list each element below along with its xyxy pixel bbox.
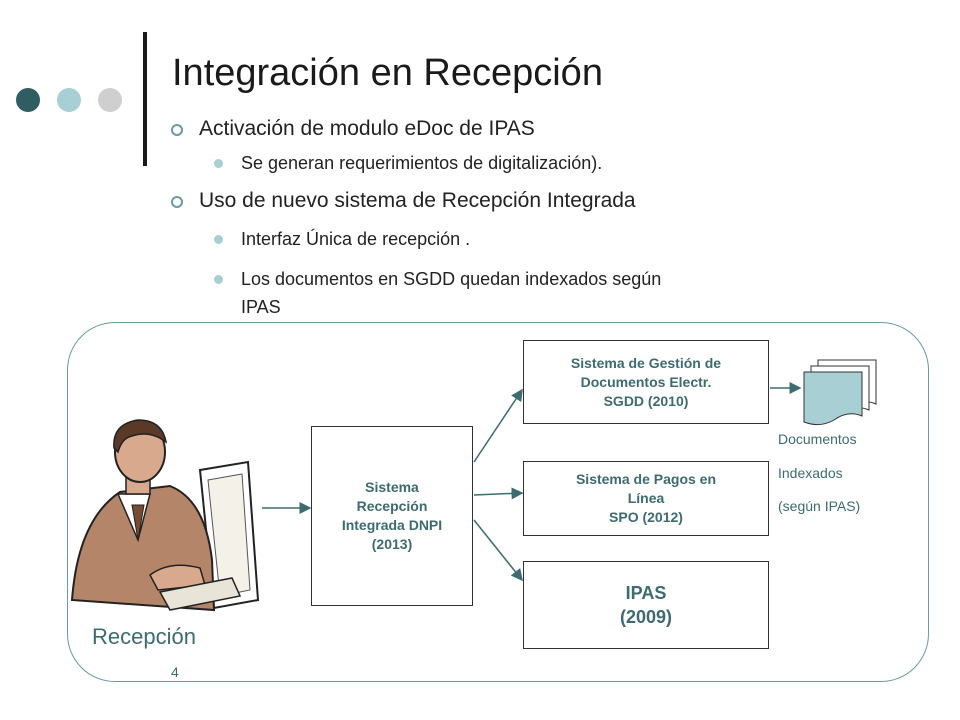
documents-label-line-2: Indexados	[778, 465, 843, 481]
sub-bullet-marker	[214, 159, 223, 168]
sgdd-box-line: Sistema de Gestión de	[570, 354, 722, 371]
documents-label-line-3: (según IPAS)	[778, 498, 861, 514]
sub-bullet-2-2: Los documentos en SGDD quedan indexados …	[241, 269, 662, 289]
reception-label: Recepción	[92, 624, 196, 649]
bullet-1: Activación de modulo eDoc de IPAS	[199, 117, 535, 140]
sgdd-box: Sistema de Gestión de Documentos Electr.…	[523, 340, 769, 424]
center-box-line: Recepción	[356, 498, 428, 514]
center-box-line: Integrada DNPI	[341, 517, 443, 533]
sub-bullet-marker	[214, 235, 223, 244]
ipas-box: IPAS (2009)	[523, 561, 769, 649]
slide-title: Integración en Recepción	[172, 52, 603, 94]
sub-bullet-marker	[214, 275, 223, 284]
ipas-box-line: IPAS	[625, 583, 667, 603]
bullet-2: Uso de nuevo sistema de Recepción Integr…	[199, 189, 636, 212]
bullet-marker	[171, 124, 183, 136]
sub-bullet-2-2-cont: IPAS	[241, 297, 281, 317]
page-number: 4	[171, 664, 179, 680]
sub-bullet-2-1: Interfaz Única de recepción .	[241, 229, 471, 249]
center-box-line: (2013)	[371, 536, 413, 552]
documents-label-line-1: Documentos	[778, 431, 857, 447]
dot-light	[98, 88, 122, 112]
sgdd-box-line: SGDD (2010)	[603, 392, 689, 409]
bullet-marker	[171, 196, 183, 208]
spo-box-line: Línea	[627, 490, 665, 506]
title-divider	[143, 32, 147, 166]
dot-dark	[16, 88, 40, 112]
dot-mid	[57, 88, 81, 112]
spo-box-line: Sistema de Pagos en	[575, 471, 717, 487]
spo-box: Sistema de Pagos en Línea SPO (2012)	[523, 461, 769, 536]
sub-bullet-1-1: Se generan requerimientos de digitalizac…	[241, 153, 603, 173]
center-box-line: Sistema	[365, 479, 419, 495]
center-system-box: Sistema Recepción Integrada DNPI (2013)	[311, 426, 473, 606]
diagram-frame	[67, 322, 929, 682]
ipas-box-line: (2009)	[619, 607, 673, 627]
sgdd-box-line: Documentos Electr.	[580, 373, 712, 390]
spo-box-line: SPO (2012)	[609, 509, 683, 525]
